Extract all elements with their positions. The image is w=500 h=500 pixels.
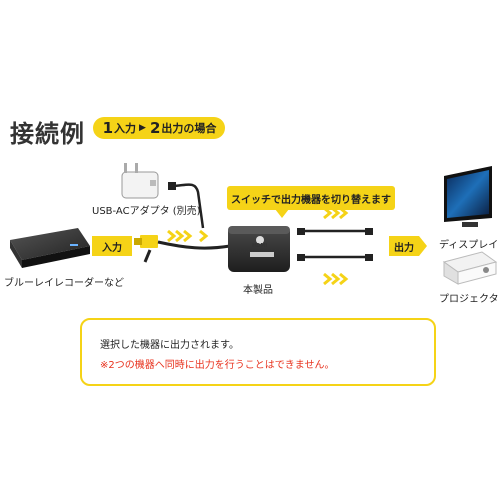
output-arrows-bottom bbox=[323, 272, 349, 286]
note-box bbox=[80, 318, 436, 386]
bluray-recorder-icon bbox=[10, 228, 90, 268]
output-tag: 出力 bbox=[389, 236, 419, 256]
hdmi-input-cable bbox=[134, 235, 231, 263]
product-label: 本製品 bbox=[243, 285, 273, 296]
input-arrows bbox=[167, 229, 209, 243]
note-line-1: 選択した機器に出力されます。 bbox=[100, 340, 239, 351]
output-tag-arrow bbox=[419, 236, 427, 256]
hdmi-switch-device bbox=[228, 226, 290, 272]
adapter-label: USB-ACアダプタ (別売) bbox=[92, 206, 201, 217]
projector-label: プロジェクタ bbox=[439, 294, 499, 305]
callout-pointer bbox=[275, 209, 289, 218]
hdmi-output-cable-bottom bbox=[297, 254, 373, 261]
display-icon bbox=[444, 166, 492, 227]
device-logo: HDMI bbox=[252, 243, 268, 249]
recorder-label: ブルーレイレコーダーなど bbox=[4, 278, 124, 289]
page-title: 接続例 bbox=[10, 120, 85, 148]
badge-output-text: 出力の場合 bbox=[161, 122, 217, 135]
hdmi-output-cable-top bbox=[297, 228, 373, 235]
badge-input-count: 1 bbox=[102, 119, 114, 137]
connection-badge: 1 入力 ▶ 2 出力の場合 bbox=[93, 117, 225, 139]
badge-output-count: 2 bbox=[149, 119, 161, 137]
display-label: ディスプレイ bbox=[439, 240, 499, 251]
projector-icon bbox=[442, 251, 498, 285]
ac-adapter-icon bbox=[121, 163, 159, 199]
input-tag: 入力 bbox=[92, 236, 132, 256]
note-warning: ※2つの機器へ同時に出力を行うことはできません。 bbox=[100, 360, 335, 371]
switch-callout: スイッチで出力機器を切り替えます bbox=[227, 186, 395, 210]
badge-input-text: 入力 bbox=[114, 122, 137, 135]
badge-arrow-icon: ▶ bbox=[139, 123, 146, 133]
